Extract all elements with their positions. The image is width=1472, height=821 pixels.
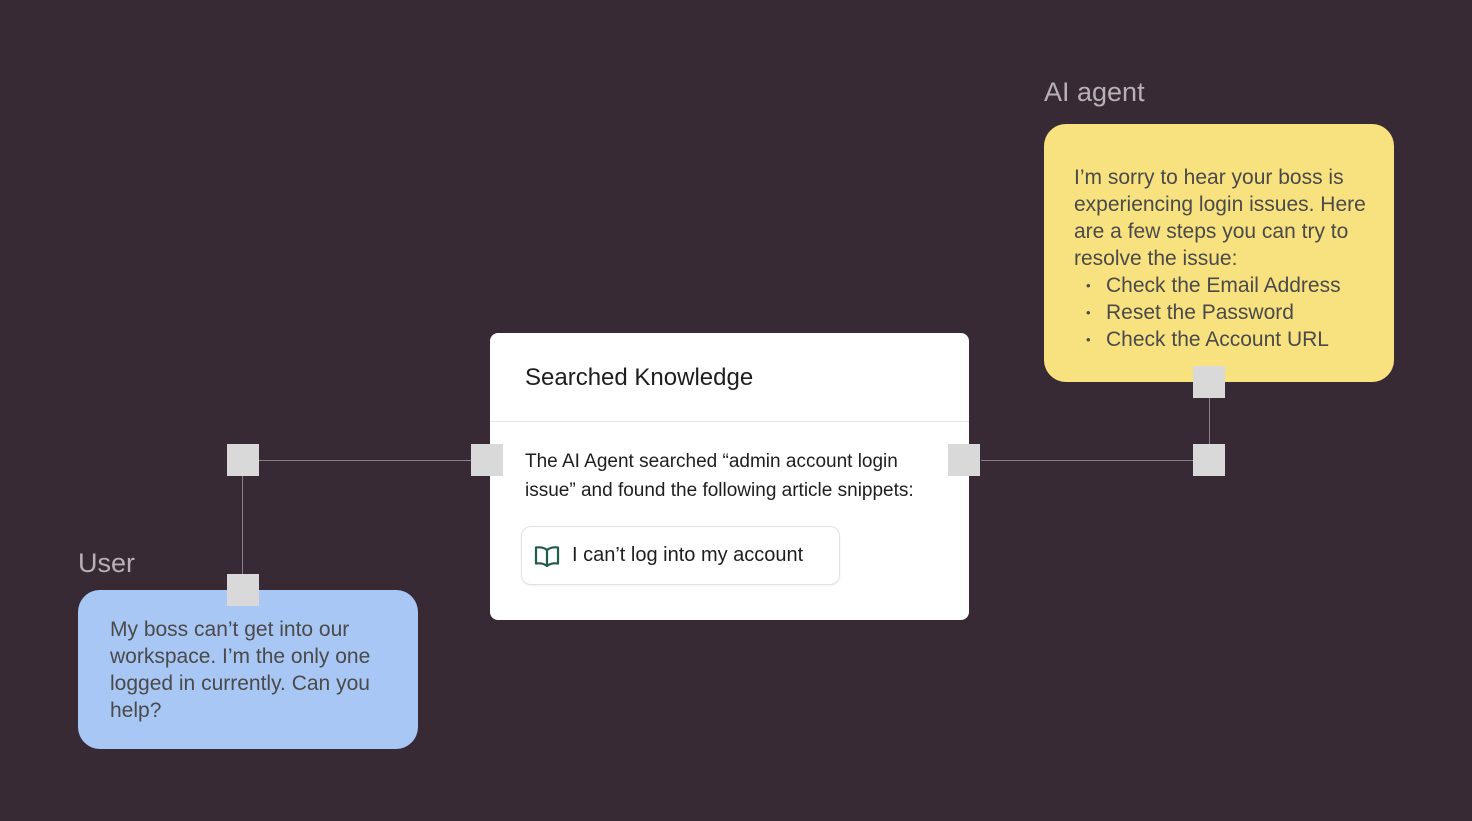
connector-handle-card-right[interactable] <box>948 444 980 476</box>
bullet-icon: • <box>1086 278 1091 293</box>
connector-user-to-card <box>259 460 471 461</box>
connector-handle-card-left[interactable] <box>471 444 503 476</box>
bullet-icon: • <box>1086 305 1091 320</box>
connector-handle-agent-corner[interactable] <box>1193 444 1225 476</box>
agent-message-bubble: I’m sorry to hear your boss is experienc… <box>1044 124 1394 382</box>
user-label: User <box>78 548 136 578</box>
agent-step-text: Reset the Password <box>1106 301 1294 324</box>
article-snippet-label: I can’t log into my account <box>572 544 804 566</box>
card-title: Searched Knowledge <box>525 364 754 391</box>
connector-agent-vertical <box>1209 398 1210 444</box>
agent-step: • Reset the Password <box>1086 299 1372 326</box>
connector-handle-agent-bubble[interactable] <box>1193 366 1225 398</box>
card-description: The AI Agent searched “admin account log… <box>525 451 914 501</box>
agent-step: • Check the Email Address <box>1086 272 1372 299</box>
agent-step: • Check the Account URL <box>1086 326 1372 353</box>
card-header: Searched Knowledge <box>490 333 969 422</box>
book-icon <box>534 545 560 567</box>
article-snippet[interactable]: I can’t log into my account <box>521 526 840 585</box>
agent-label: AI agent <box>1044 77 1145 107</box>
agent-step-text: Check the Email Address <box>1106 274 1341 297</box>
searched-knowledge-card: Searched Knowledge The AI Agent searched… <box>490 333 969 620</box>
bullet-icon: • <box>1086 332 1091 347</box>
user-message-text: My boss can’t get into our workspace. I’… <box>110 618 371 722</box>
connector-user-vertical <box>242 476 243 574</box>
connector-handle-user-bubble[interactable] <box>227 574 259 606</box>
agent-message-intro: I’m sorry to hear your boss is experienc… <box>1074 166 1366 270</box>
agent-steps-list: • Check the Email Address • Reset the Pass… <box>1074 272 1372 353</box>
user-message-bubble: My boss can’t get into our workspace. I’… <box>78 590 418 749</box>
agent-step-text: Check the Account URL <box>1106 328 1329 351</box>
connector-handle-user-corner[interactable] <box>227 444 259 476</box>
connector-card-to-agent <box>981 460 1193 461</box>
